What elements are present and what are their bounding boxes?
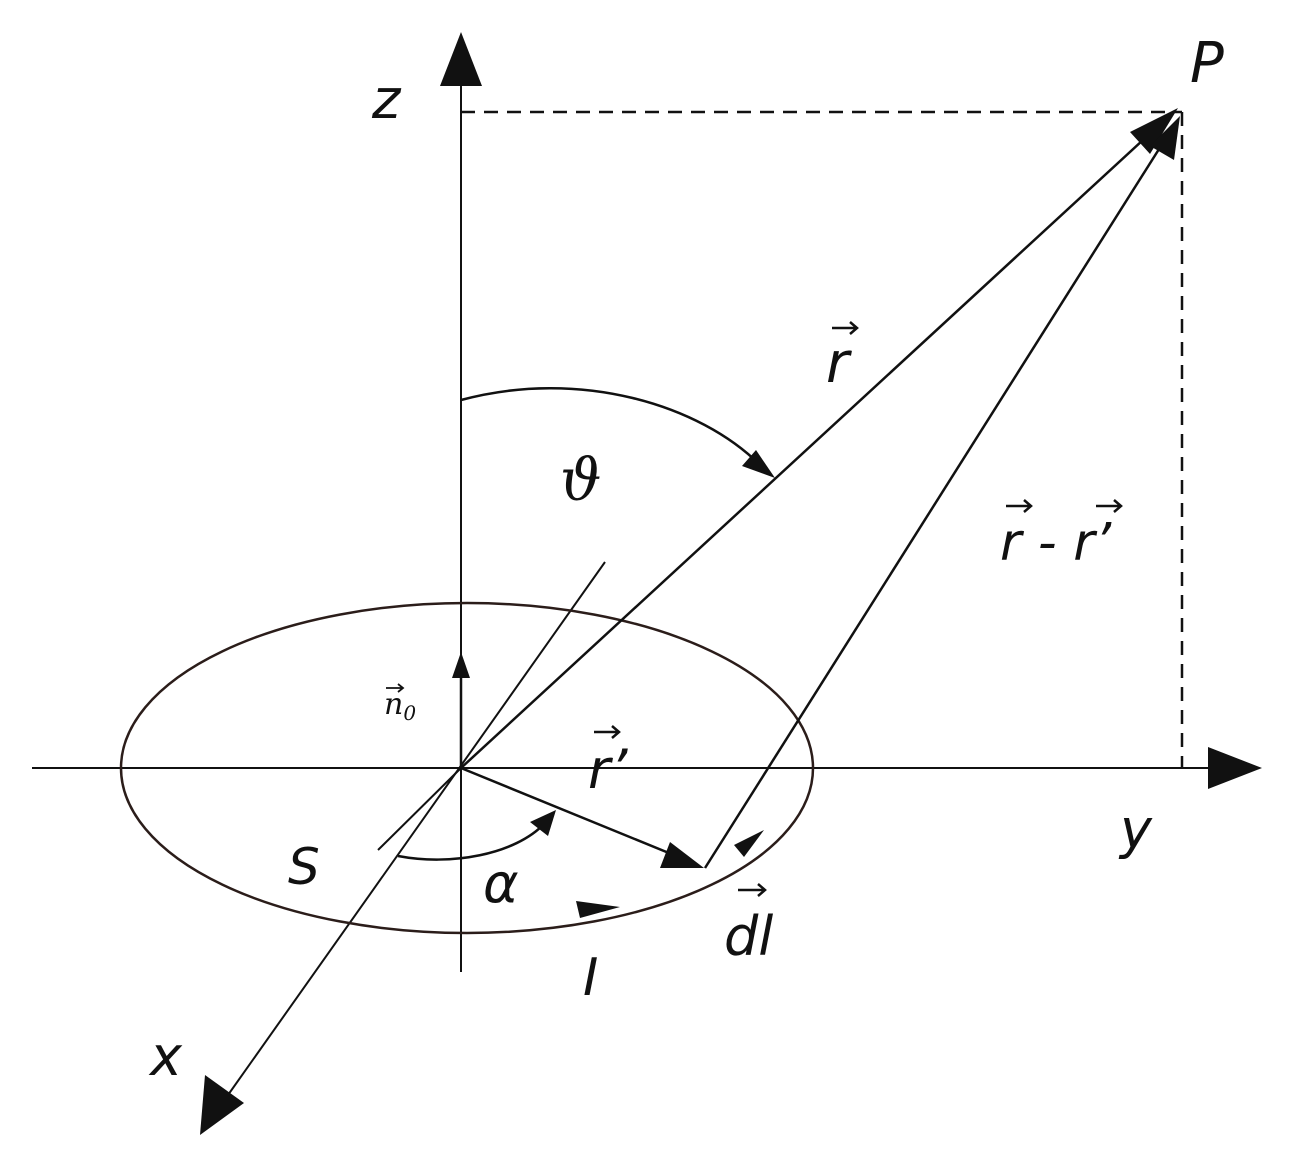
current-loop xyxy=(119,601,815,935)
z-axis-arrowhead xyxy=(440,32,482,86)
vector-r-minus-r-prime-arrowhead xyxy=(1150,116,1180,160)
r-minus-r-prime-label-group: r - r’ xyxy=(1000,499,1123,573)
r-vector-arrow-icon xyxy=(832,321,859,335)
alpha-arc xyxy=(397,822,546,861)
dl-vector-arrow-icon xyxy=(738,883,767,897)
surface-stroke xyxy=(377,767,462,851)
normal-vector-arrow-icon xyxy=(386,683,405,693)
normal-label-sub: 0 xyxy=(403,701,416,725)
y-axis-arrowhead xyxy=(1208,747,1262,789)
current-label: I xyxy=(583,948,598,1008)
r-minus-vector-arrow-icon-1 xyxy=(1006,499,1033,513)
dl-arrowhead xyxy=(734,830,764,857)
theta-label: ϑ xyxy=(560,446,601,514)
z-axis xyxy=(440,32,482,972)
z-axis-label: z xyxy=(371,68,402,131)
r-minus-r-prime-label: r - r’ xyxy=(1000,513,1112,573)
theta-arc xyxy=(460,386,761,466)
alpha-arc-arrowhead xyxy=(530,810,556,836)
point-label: P xyxy=(1190,31,1224,96)
normal-label: n0 xyxy=(384,687,416,725)
r-prime-vector-arrow-icon xyxy=(594,725,621,739)
x-axis-label: x xyxy=(148,1025,183,1088)
y-axis xyxy=(32,747,1262,789)
x-axis xyxy=(200,561,606,1135)
vector-r xyxy=(460,127,1157,769)
r-minus-vector-arrow-icon-2 xyxy=(1096,499,1123,513)
vector-r-prime-arrowhead xyxy=(660,842,704,868)
vector-r-arrowhead xyxy=(1130,108,1178,154)
alpha-label: α xyxy=(483,852,519,915)
dl-label: dl xyxy=(724,905,773,968)
y-axis-label: y xyxy=(1118,798,1153,861)
normal-label-group: n0 xyxy=(384,683,416,725)
r-prime-label-group: r’ xyxy=(588,725,628,801)
surface-label: S xyxy=(288,838,320,896)
dl-label-group: dl xyxy=(724,883,773,968)
vector-r-prime xyxy=(460,766,687,862)
r-prime-label: r’ xyxy=(588,738,628,801)
r-label-group: r xyxy=(826,321,859,396)
theta-arc-arrowhead xyxy=(742,450,775,478)
x-axis-arrowhead xyxy=(200,1075,244,1135)
current-arrowhead xyxy=(576,901,620,918)
vector-r-minus-r-prime xyxy=(703,137,1168,869)
r-label: r xyxy=(826,331,852,396)
normal-label-main: n xyxy=(384,687,403,722)
normal-vector-arrowhead xyxy=(452,652,470,678)
